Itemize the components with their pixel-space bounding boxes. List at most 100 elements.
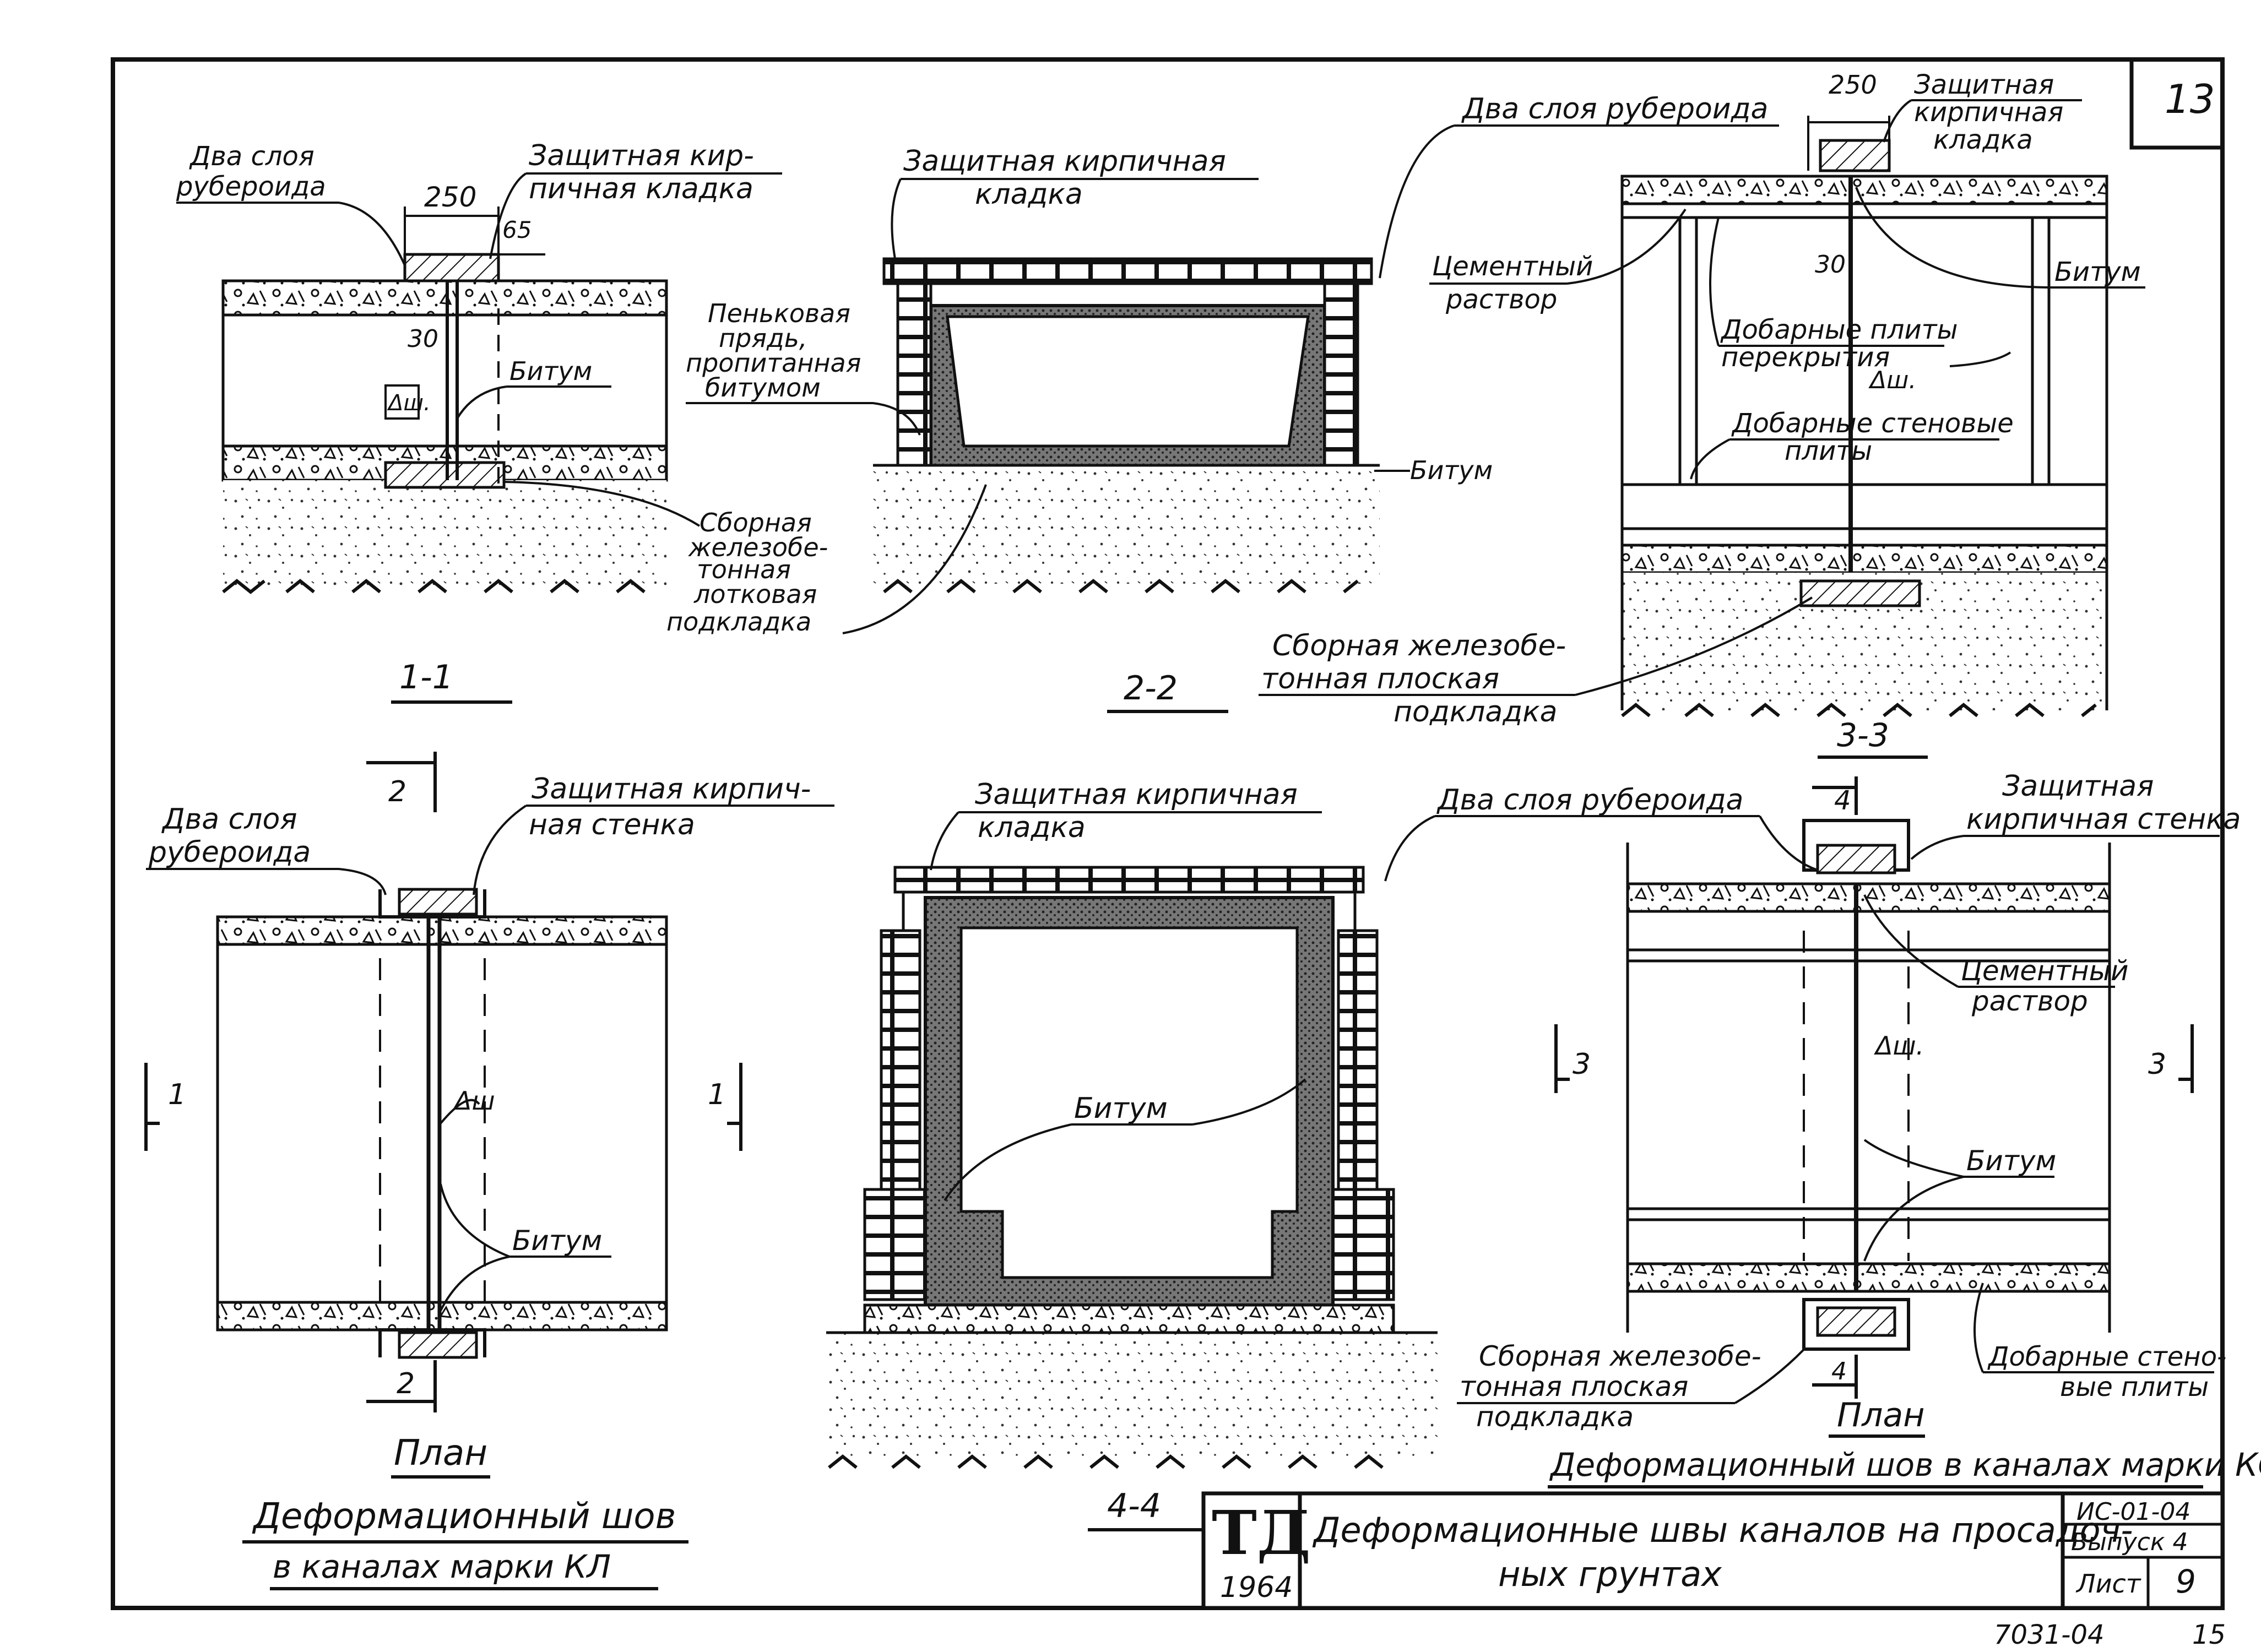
dim-30: 30 <box>408 325 438 353</box>
label-dsh: Δш. <box>387 390 431 416</box>
label-masonry-1: Защитная кирпичная <box>975 778 1298 811</box>
caption-kc: План Деформационный шов в каналах марки … <box>1548 1396 2261 1488</box>
label-bitumen: Битум <box>1966 1145 2056 1177</box>
caption-kl: План Деформационный шов в каналах марки … <box>242 1433 688 1590</box>
soil-fill <box>826 1333 1438 1459</box>
label-pad-3: подкладка <box>1476 1401 1634 1433</box>
label-bitumen: Битум <box>509 356 592 386</box>
label-slabs-1: Добарные стено- <box>1987 1341 2226 1372</box>
label-bitumen: Битум <box>1410 455 1493 485</box>
label-slabs-2: вые плиты <box>2060 1372 2209 1403</box>
dim-250: 250 <box>1829 70 1877 100</box>
label-masonry-2: кладка <box>975 178 1083 211</box>
label-hemp-4: битумом <box>705 373 821 403</box>
label-pad-1: Сборная железобе- <box>1272 629 1566 662</box>
sheet-label: Лист <box>2075 1569 2141 1599</box>
doc-code: ИС-01-04 <box>2076 1498 2190 1526</box>
dim-250: 250 <box>424 181 476 213</box>
label-wall-2: ная стенка <box>529 808 695 841</box>
title-line2: ных грунтах <box>1498 1554 1722 1594</box>
year: 1964 <box>1220 1571 1293 1604</box>
label-two-layers-1: Два слоя <box>161 803 297 836</box>
label-dsh: Δш. <box>1874 1031 1924 1061</box>
section-2-2: Защитная кирпичная кладка Пеньковая пряд… <box>686 145 1493 713</box>
plan-kc: 4 4 3 3 Два слоя рубероида Защитная кирп… <box>1384 770 2241 1403</box>
label-pad-4: лотковая <box>693 579 817 609</box>
label-pad-1: Сборная железобе- <box>1479 1340 1761 1372</box>
label-cement-1: Цементный <box>1432 251 1593 282</box>
label-wall-2: плиты <box>1785 436 1872 466</box>
slab-top <box>221 279 668 317</box>
label-wall-1: Защитная <box>2002 770 2154 803</box>
title-block: ТД 1964 Деформационные швы каналов на пр… <box>1201 1491 2225 1610</box>
label-wall-1: Защитная кирпич- <box>532 773 811 806</box>
cut-2-bottom: 2 <box>397 1367 415 1400</box>
caption-plan: План <box>394 1433 487 1474</box>
label-bitumen: Битум <box>512 1225 602 1257</box>
footer: 7031-04 15 <box>1994 1620 2226 1650</box>
label-hemp-1: Пеньковая <box>708 298 850 328</box>
label-pad-2: железобе- <box>688 532 828 562</box>
section-label-2-2: 2-2 <box>1124 669 1178 708</box>
label-bitumen: Битум <box>1074 1092 1168 1125</box>
label-cement-2: раствор <box>1971 985 2088 1017</box>
caption-plan: План <box>1837 1396 1924 1434</box>
label-masonry-1: Защитная кирпичная <box>903 145 1226 178</box>
label-hemp-2: прядь, <box>719 323 807 353</box>
label-slabs-1: Добарные плиты <box>1720 314 1958 345</box>
sheet-value: 9 <box>2176 1563 2196 1600</box>
label-masonry-2: кирпичная <box>1914 97 2063 128</box>
caption-line1: Деформационный шов <box>252 1496 676 1537</box>
cut-3-right: 3 <box>2148 1048 2166 1081</box>
soil-fill <box>873 465 1380 584</box>
sheet-number: 13 <box>2165 76 2215 122</box>
title-line1: Деформационные швы каналов на просадоч- <box>1312 1510 2133 1550</box>
plan-kl: 2 2 1 1 Два слоя рубероида Защитная кирп… <box>144 752 834 1412</box>
caption-title: Деформационный шов в каналах марки КС <box>1549 1446 2261 1483</box>
issue: Выпуск 4 <box>2071 1528 2188 1556</box>
label-masonry-1: Защитная <box>1914 69 2054 100</box>
label-masonry-2: пичная кладка <box>529 172 753 205</box>
label-pad-2: тонная плоская <box>1261 662 1499 695</box>
cut-4-bottom: 4 <box>1831 1357 1847 1385</box>
label-wall-2: кирпичная стенка <box>1966 803 2241 836</box>
label-pad-3: тонная <box>697 555 791 584</box>
cut-1-right: 1 <box>708 1078 726 1111</box>
tray-pad <box>384 461 506 489</box>
section-label-4-4: 4-4 <box>1107 1487 1161 1525</box>
label-pad-1: Сборная <box>700 508 812 537</box>
cut-3-left: 3 <box>1573 1048 1591 1081</box>
label-masonry-1: Защитная кир- <box>529 139 754 172</box>
label-slabs-2: перекрытия <box>1721 342 1890 373</box>
label-two-layers: Два слоя рубероида <box>1461 93 1768 126</box>
section-1-1: 250 65 30 Δш. Два слоя рубероида Защитна… <box>176 139 828 704</box>
label-pad-3: подкладка <box>1394 695 1558 729</box>
label-two-layers-2: рубероида <box>176 171 326 202</box>
label-wall-1: Добарные стеновые <box>1731 408 2014 439</box>
label-two-layers-2: рубероида <box>148 836 311 869</box>
protective-brick <box>403 253 500 282</box>
caption-line2: в каналах марки КЛ <box>273 1548 611 1585</box>
footer-page: 15 <box>2192 1620 2226 1650</box>
sheet-frame: 13 <box>111 57 2225 1610</box>
label-masonry-2: кладка <box>978 811 1086 844</box>
label-two-layers: Два слоя рубероида <box>1436 784 1743 817</box>
label-two-layers-1: Два слоя <box>189 141 315 172</box>
footer-code: 7031-04 <box>1994 1620 2105 1650</box>
label-pad-5: подкладка <box>666 607 811 637</box>
label-pad-2: тонная плоская <box>1460 1371 1688 1403</box>
label-hemp-3: пропитанная <box>686 348 861 378</box>
soil-fill <box>223 480 666 588</box>
label-cement-2: раствор <box>1445 284 1557 315</box>
label-cement-1: Цементный <box>1961 955 2129 987</box>
section-label-3-3: 3-3 <box>1837 716 1889 754</box>
cut-4-top: 4 <box>1834 785 1851 816</box>
section-label-1-1: 1-1 <box>399 658 453 697</box>
logo: ТД <box>1212 1497 1311 1568</box>
dim-30: 30 <box>1815 251 1846 279</box>
label-masonry-3: кладка <box>1933 124 2033 155</box>
section-4-4: Защитная кирпичная кладка Битум Сборная … <box>826 778 1810 1531</box>
cut-1-left: 1 <box>168 1078 186 1111</box>
label-dsh: Δш. <box>1868 366 1916 394</box>
